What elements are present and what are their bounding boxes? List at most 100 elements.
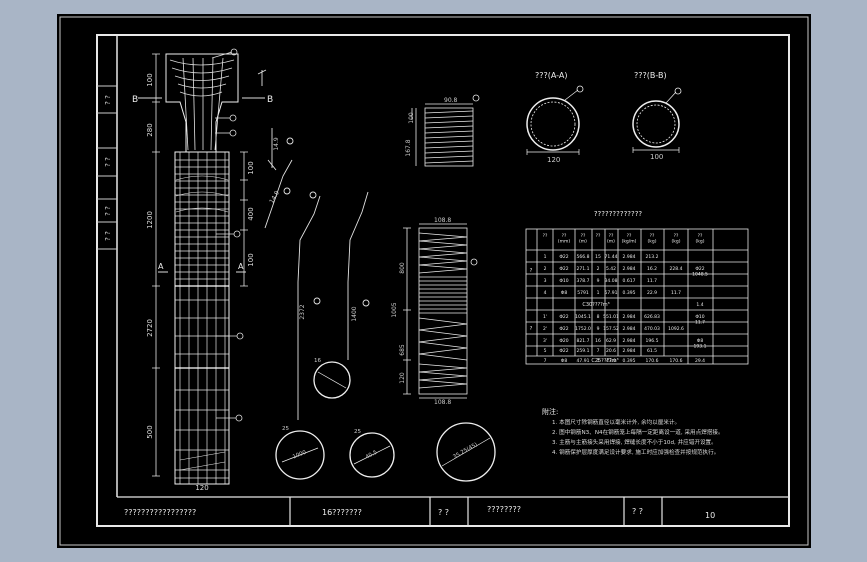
table-group-label: ? (530, 326, 533, 332)
ring-details (275, 361, 496, 482)
table-header-cell: ??(kg) (696, 233, 705, 245)
pile-elevation (152, 53, 248, 485)
dim-label: 90.8 (444, 97, 458, 104)
table-cell: 0.395 (623, 358, 636, 364)
table-cell: 8 (597, 314, 600, 320)
table-cell: 1 (597, 290, 600, 296)
mesh-detail-top (411, 94, 480, 167)
left-strip-label: ? ? (104, 157, 112, 167)
table-cell: 57.91 (605, 290, 618, 296)
note-line: 1. 本图尺寸除钢筋直径以毫米计外, 余均以厘米计。 (552, 418, 680, 426)
table-title: ????????????? (594, 210, 643, 218)
table-cell: 71.44 (605, 254, 618, 260)
drawing-name: 16??????? (322, 508, 362, 517)
bent-bars (257, 69, 370, 420)
table-cell: 9 (597, 278, 600, 284)
sheet-inner-frame (96, 34, 790, 527)
cross-section-b-b (632, 87, 682, 153)
title-block (117, 496, 789, 526)
section-marker-a-right: A (238, 262, 244, 271)
table-cell: 7 (597, 348, 600, 354)
table-cell: 7 (544, 358, 547, 364)
section-b-b-title: ???(B-B) (634, 71, 667, 80)
table-concrete-value: 1.4 (696, 302, 703, 308)
project-name: ????????????????? (124, 508, 196, 517)
table-cell: 196.5 (646, 338, 659, 344)
dim-label: 800 (399, 262, 406, 274)
left-strip-label: ? ? (104, 95, 112, 105)
table-cell: 2 (597, 266, 600, 272)
table-cell: 2.984 (623, 348, 636, 354)
table-cell: 11.7 (647, 278, 657, 284)
table-cell: 2' (543, 326, 547, 332)
table-cell: 1 (597, 358, 600, 364)
table-concrete-label: C25????m³ (591, 358, 618, 364)
left-strip-label: ? ? (104, 206, 112, 216)
table-cell: 43.0 (606, 358, 616, 364)
dim-label: 2720 (146, 319, 154, 337)
table-cell: 170.6 (646, 358, 659, 364)
table-cell: 551.01 (603, 314, 619, 320)
table-cell: 1092.6 (668, 326, 684, 332)
section-a-a-dim: 120 (547, 156, 560, 164)
table-cell: 170.6 (670, 358, 683, 364)
section-marker-b-left: B (132, 95, 138, 105)
table-cell: 5.42 (606, 266, 616, 272)
table-concrete-value: 29.4 (695, 358, 705, 364)
table-cell: 22.9 (647, 290, 657, 296)
table-header-cell: ??(m) (579, 233, 587, 245)
table-cell: 1045.1 (575, 314, 591, 320)
table-cell: 0.395 (623, 290, 636, 296)
table-cell: 1' (543, 314, 547, 320)
table-cell: 1 (544, 254, 547, 260)
table-header-cell: ??(kg) (672, 233, 681, 245)
note-line: 4. 钢筋保护层厚度满足设计要求, 施工时应加强检查并按规范执行。 (552, 448, 719, 456)
title-label-a: ? ? (438, 508, 449, 517)
dim-label: 14.9 (273, 137, 280, 151)
pile-dimension-labels: 100 280 1200 2720 500 120 100 400 100 (146, 73, 255, 492)
table-cell: 61.5 (647, 348, 657, 354)
table-cell: 2.984 (623, 314, 636, 320)
sheet-number: 10 (705, 511, 715, 520)
dim-label: 167.8 (405, 139, 412, 156)
section-marker-a-left: A (158, 262, 164, 271)
table-cell: 16.2 (647, 266, 657, 272)
mesh-top-labels: 90.8 100 167.8 (405, 97, 458, 157)
table-cell: 378.7 (577, 278, 590, 284)
title-block-text: ????????????????? 16??????? ? ? ????????… (124, 505, 715, 520)
table-cell: 47.91 (577, 358, 590, 364)
dim-label: 400 (247, 207, 255, 220)
table-cell: Φ22 (559, 314, 568, 320)
table-cell: 5 (544, 348, 547, 354)
rebar-table-grid (525, 228, 749, 365)
table-cell: Φ22 (559, 266, 568, 272)
ring-label: 1000 (292, 449, 308, 460)
drawing-title: ???????? (487, 505, 521, 514)
table-cell: 16 (595, 338, 601, 344)
table-cell: 1752.0 (575, 326, 591, 332)
cross-section-a-a (526, 85, 584, 155)
notes-lines: 1. 本图尺寸除钢筋直径以毫米计外, 余均以厘米计。 2. 图中钢筋N3、N4在… (552, 418, 724, 456)
table-cell: Φ22 (559, 254, 568, 260)
table-cell: Φ8 (561, 358, 568, 364)
table-cell: 5791 (577, 290, 589, 296)
table-cell: 3 (544, 278, 547, 284)
table-cell: 4 (544, 290, 547, 296)
dim-label: 685 (399, 344, 406, 356)
table-cell: 157.52 (603, 326, 619, 332)
title-label-b: ? ? (632, 507, 643, 516)
dim-label: 100 (247, 161, 255, 174)
table-cell: 566.8 (577, 254, 590, 260)
table-header-cell: ??(kg) (648, 233, 657, 245)
dim-label: 1400 (351, 306, 358, 321)
table-group-label: ? (530, 268, 533, 274)
dim-label: 120 (399, 372, 406, 384)
section-a-a-title: ???(A-A) (535, 71, 567, 80)
table-cell: 20.6 (606, 348, 616, 354)
dim-label: 280 (146, 123, 154, 136)
table-cell: 62.9 (606, 338, 616, 344)
ring-label: 25 (282, 426, 289, 432)
table-cell: Φ20 (559, 338, 568, 344)
table-cell: 821.7 (577, 338, 590, 344)
